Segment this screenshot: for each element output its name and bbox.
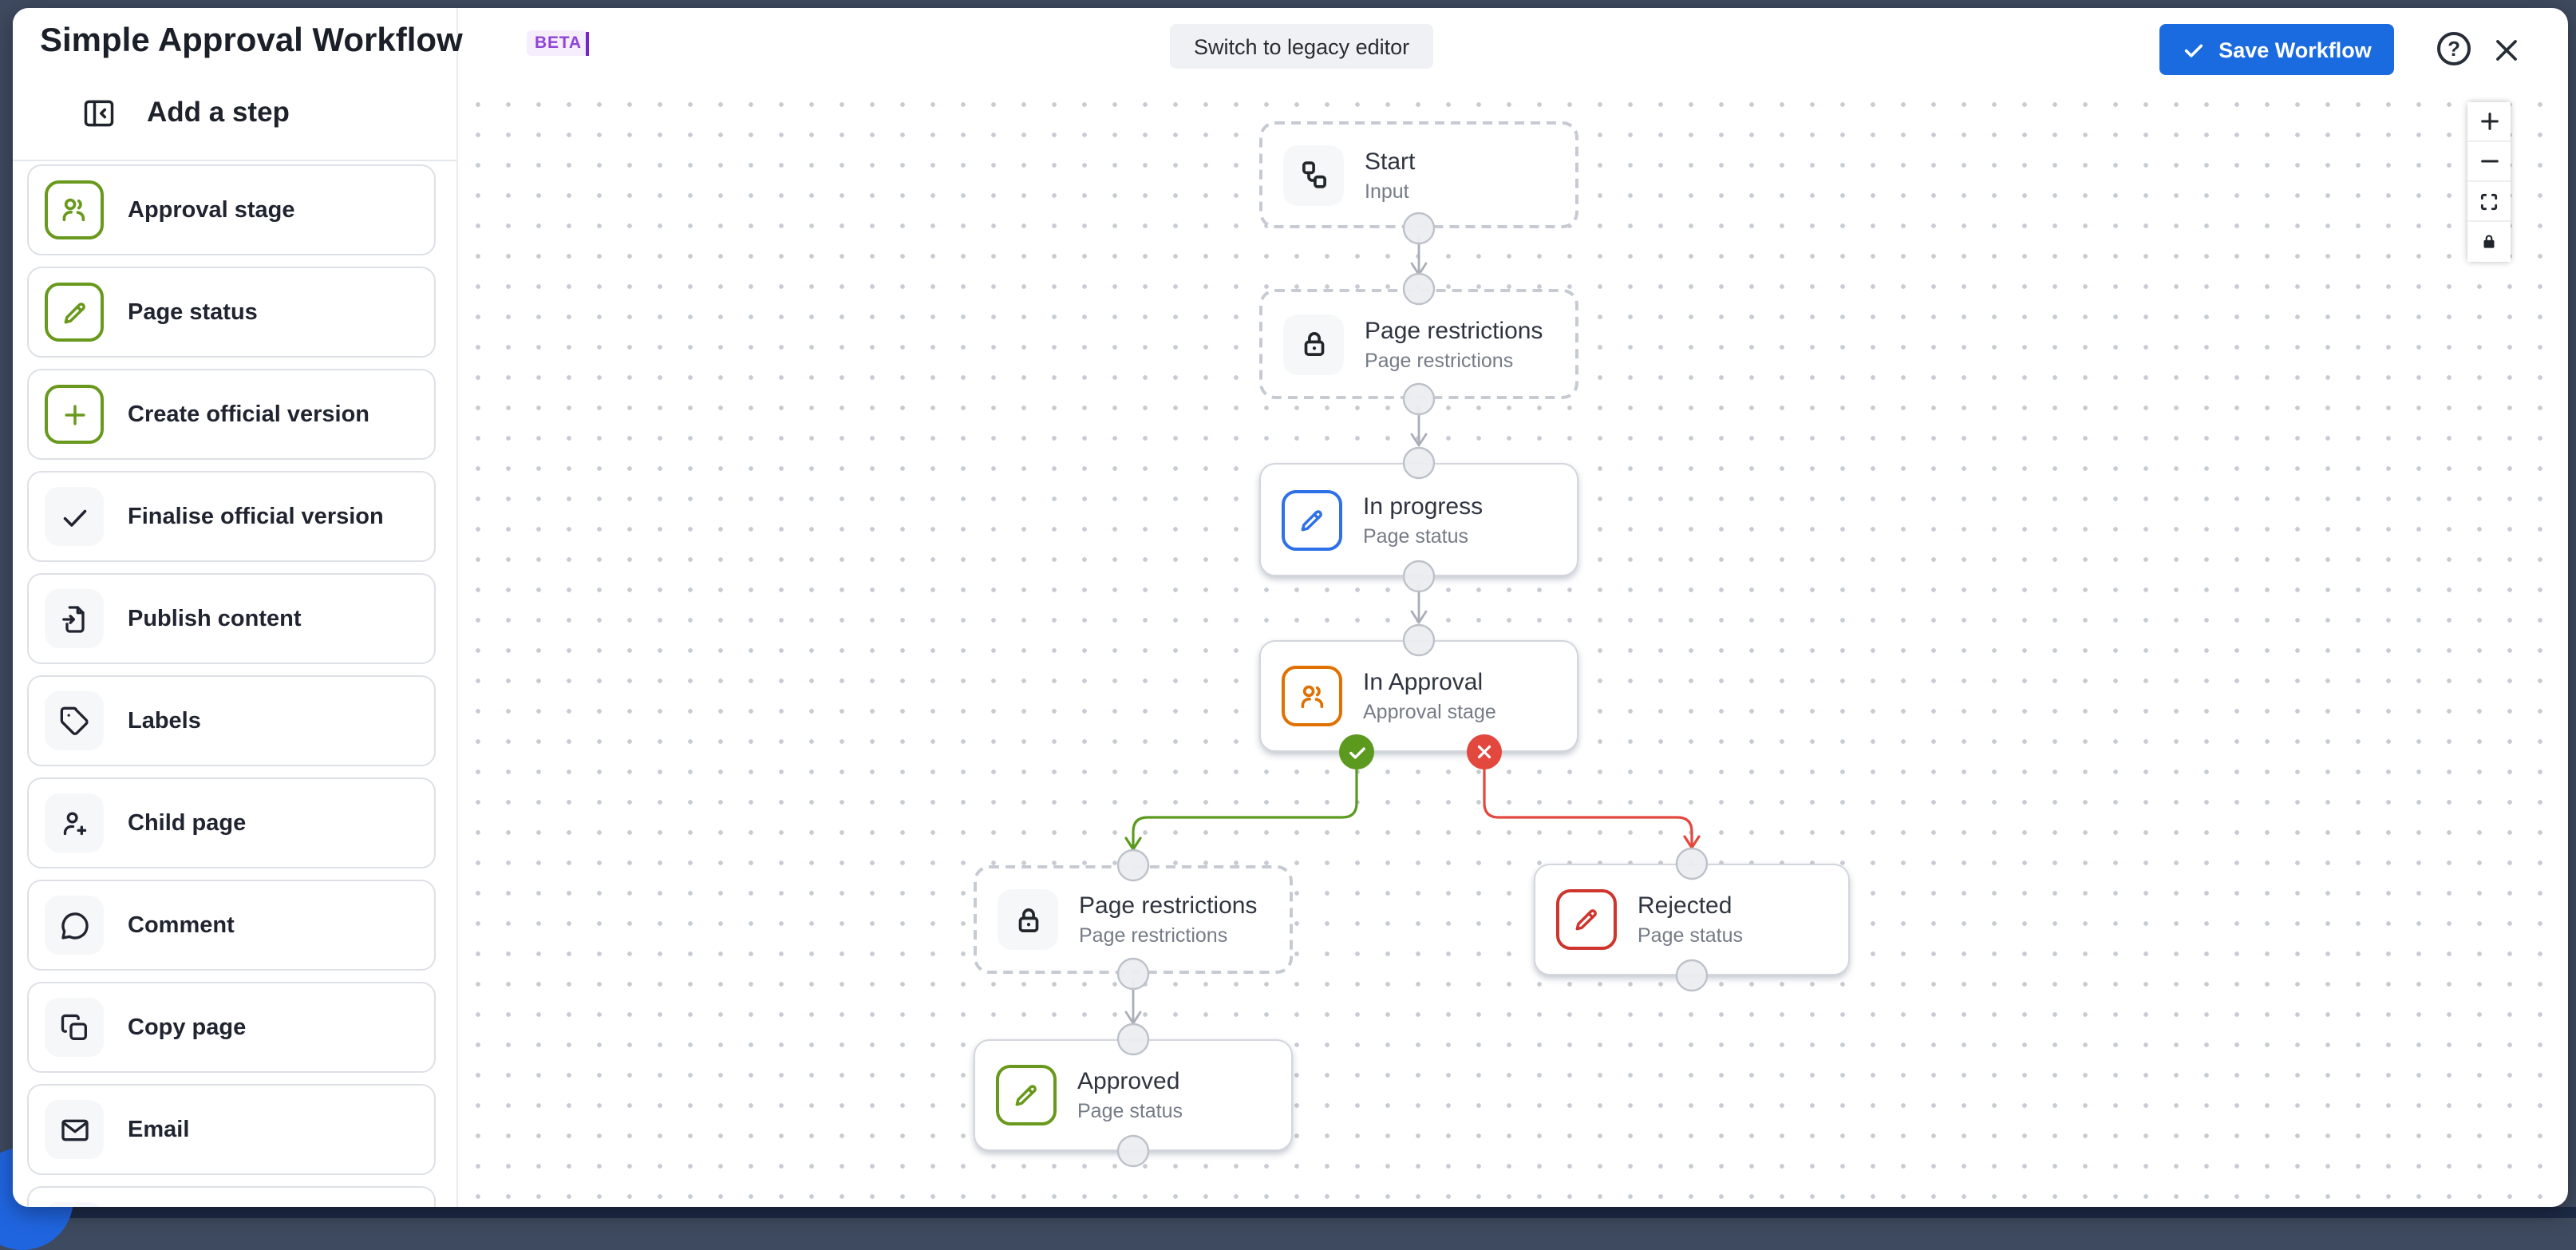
background-bottom-bar: [0, 1207, 2576, 1218]
step-finalise-official-version[interactable]: Finalise official version: [27, 471, 436, 562]
close-icon[interactable]: [2488, 32, 2523, 67]
step-list: Approval stage Page status Create offici…: [27, 164, 436, 1207]
node-approved[interactable]: Approved Page status: [974, 1039, 1293, 1151]
node-subtitle: Page status: [1638, 924, 1744, 947]
node-page-restrictions-1[interactable]: Page restrictions Page restrictions: [1259, 289, 1578, 399]
lock-icon: [1283, 314, 1344, 374]
step-label: Email: [128, 1117, 190, 1142]
mail-icon: [45, 1100, 104, 1159]
node-subtitle: Input: [1365, 180, 1409, 202]
node-title: Rejected: [1638, 892, 1732, 920]
add-step-sidebar: Add a step Approval stage Page status: [13, 8, 458, 1207]
step-label: Approval stage: [128, 197, 295, 223]
app-window: Start Input Page restrictions Page restr…: [0, 8, 2576, 1250]
step-approval-stage[interactable]: Approval stage: [27, 164, 436, 255]
lock-icon: [2483, 235, 2495, 248]
node-in-approval[interactable]: In Approval Approval stage: [1259, 640, 1578, 752]
node-start[interactable]: Start Input: [1259, 121, 1578, 228]
node-in-progress[interactable]: In progress Page status: [1259, 463, 1578, 576]
tag-icon: [45, 691, 104, 750]
step-child-page[interactable]: Child page: [27, 777, 436, 868]
fit-view-button[interactable]: [2467, 182, 2511, 222]
node-title: Start: [1365, 148, 1416, 175]
save-workflow-label: Save Workflow: [2218, 38, 2372, 61]
step-label: Finalise official version: [128, 504, 384, 529]
node-subtitle: Approval stage: [1363, 701, 1496, 723]
step-label: Create official version: [128, 402, 369, 427]
node-subtitle: Page status: [1077, 1100, 1183, 1122]
switch-legacy-editor-button[interactable]: Switch to legacy editor: [1170, 24, 1434, 69]
step-publish-content[interactable]: Publish content: [27, 573, 436, 664]
zoom-out-button[interactable]: [2467, 142, 2511, 182]
node-title: Page restrictions: [1365, 317, 1543, 344]
check-icon: [1349, 746, 1365, 758]
plus-icon: [2480, 113, 2498, 130]
check-icon: [45, 487, 104, 546]
step-page-status[interactable]: Page status: [27, 267, 436, 358]
workflow-icon: [1283, 144, 1344, 205]
reject-branch-badge[interactable]: [1467, 734, 1502, 769]
step-create-official-version[interactable]: Create official version: [27, 369, 436, 460]
step-label: Publish content: [128, 606, 302, 631]
minus-icon: [2480, 160, 2498, 163]
sidebar-title: Add a step: [147, 96, 290, 128]
node-title: Page restrictions: [1079, 892, 1258, 920]
publish-icon: [45, 589, 104, 648]
step-label: Copy page: [128, 1015, 247, 1040]
node-subtitle: Page restrictions: [1079, 924, 1228, 947]
pencil-icon: [45, 283, 104, 342]
plus-icon: [45, 385, 104, 444]
step-comment[interactable]: Comment: [27, 880, 436, 971]
people-icon: [45, 180, 104, 239]
beta-label: BETA: [527, 30, 588, 56]
fit-view-icon: [2480, 192, 2498, 210]
node-rejected[interactable]: Rejected Page status: [1534, 864, 1850, 975]
save-workflow-button[interactable]: Save Workflow: [2159, 24, 2394, 75]
canvas-controls: [2467, 102, 2511, 262]
lock-icon: [998, 889, 1058, 950]
text-cursor: [586, 31, 589, 55]
zoom-in-button[interactable]: [2467, 102, 2511, 142]
node-title: In progress: [1363, 492, 1484, 520]
person-add-icon: [45, 793, 104, 852]
node-subtitle: Page status: [1363, 524, 1469, 547]
step-icon: [45, 1202, 104, 1207]
copy-icon: [45, 998, 104, 1057]
pencil-icon: [1556, 889, 1617, 950]
x-icon: [1477, 745, 1491, 759]
check-icon: [2185, 43, 2203, 57]
step-label: Page status: [128, 299, 258, 325]
step-partial[interactable]: [27, 1186, 436, 1207]
step-labels[interactable]: Labels: [27, 675, 436, 766]
question-mark-circle-icon[interactable]: ?: [2437, 32, 2471, 65]
workflow-editor-modal: Start Input Page restrictions Page restr…: [13, 8, 2568, 1207]
beta-badge: BETA: [527, 30, 589, 56]
step-email[interactable]: Email: [27, 1084, 436, 1175]
node-title: In Approval: [1363, 669, 1484, 696]
step-copy-page[interactable]: Copy page: [27, 982, 436, 1073]
step-label: Child page: [128, 810, 247, 836]
comment-icon: [45, 896, 104, 955]
people-icon: [1282, 666, 1342, 726]
approve-branch-badge[interactable]: [1339, 734, 1374, 769]
step-label: Comment: [128, 912, 235, 938]
lock-button[interactable]: [2467, 222, 2511, 262]
step-label: Labels: [128, 708, 201, 734]
divider: [13, 160, 456, 161]
node-page-restrictions-2[interactable]: Page restrictions Page restrictions: [974, 865, 1293, 974]
collapse-panel-icon[interactable]: [80, 94, 118, 133]
pencil-icon: [1282, 489, 1342, 550]
node-subtitle: Page restrictions: [1365, 349, 1514, 371]
page-title[interactable]: Simple Approval Workflow: [40, 22, 463, 59]
node-title: Approved: [1077, 1068, 1180, 1095]
pencil-icon: [996, 1065, 1057, 1125]
